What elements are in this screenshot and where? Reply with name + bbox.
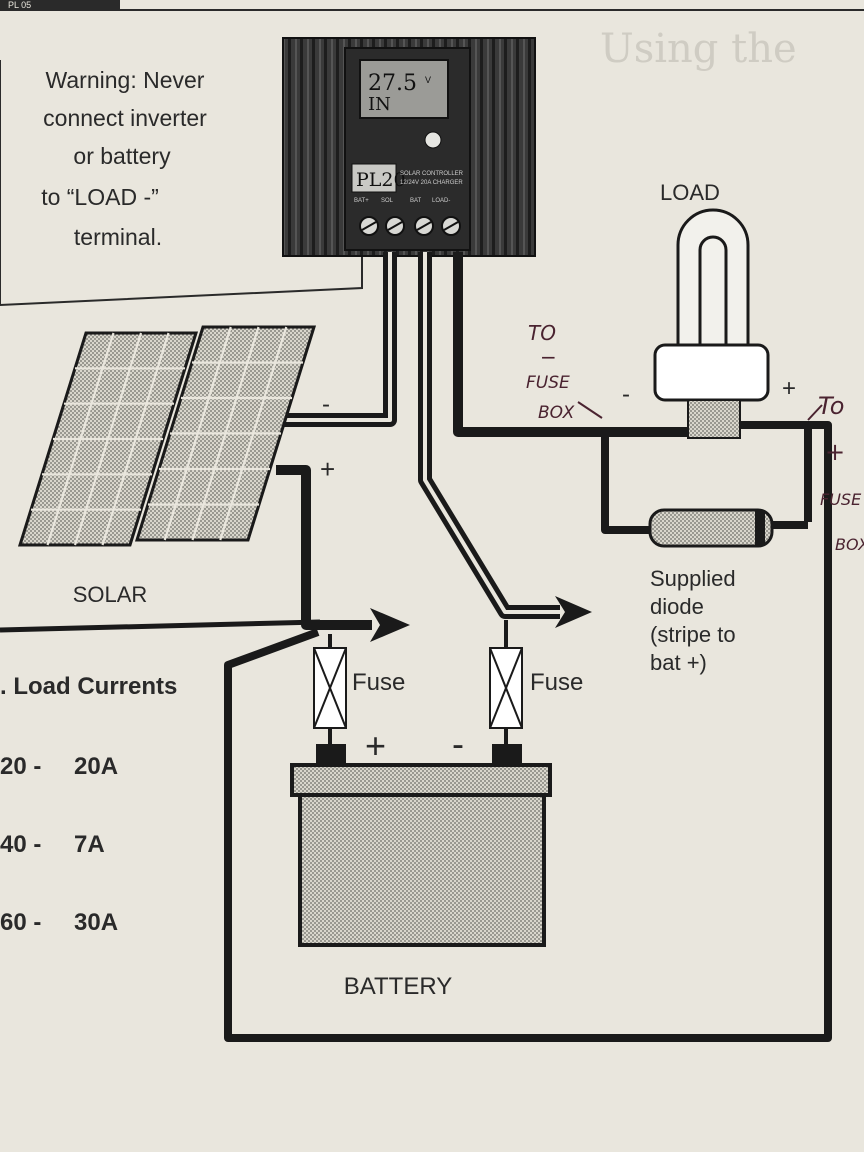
fuse-right-label: Fuse	[530, 669, 583, 696]
terminal-label-3: BAT	[410, 198, 422, 204]
solar-plus: +	[320, 454, 335, 484]
faded-heading: Using the	[600, 26, 797, 72]
lcd-unit: V	[425, 75, 431, 85]
load-plus: +	[782, 375, 796, 402]
fuse-right	[489, 647, 523, 745]
header-strip: PL 05	[0, 0, 120, 10]
load-currents-row-3-value: 30A	[74, 909, 118, 936]
terminal-label-2: SOL	[381, 198, 394, 204]
battery-plus: +	[365, 725, 386, 766]
load-currents-table: . Load Currents 20 - 20A 40 - 7A 60 - 30…	[0, 673, 177, 936]
handwriting-left-4: BOX	[538, 403, 575, 423]
handwritten-note-right: To + FUSE BOX	[807, 392, 864, 554]
diode	[648, 508, 774, 548]
load-currents-row-2-model: 40 -	[0, 831, 41, 858]
handwriting-left-1: TO	[528, 321, 556, 345]
terminal-label-4: LOAD-	[432, 198, 450, 204]
lcd-line-1: 27.5	[368, 71, 417, 96]
model-badge	[351, 163, 397, 193]
fuse-left-label: Fuse	[352, 669, 405, 696]
battery	[290, 744, 552, 947]
wires	[0, 252, 832, 1042]
model-name: PL20	[356, 169, 406, 191]
warning-line-3: or battery	[73, 143, 171, 169]
load-currents-row-2-value: 7A	[74, 831, 105, 858]
battery-label: BATTERY	[344, 973, 452, 1000]
warning-line-2: connect inverter	[43, 105, 207, 131]
load-bulb	[653, 208, 770, 439]
handwriting-right-3: FUSE	[820, 490, 862, 509]
load-currents-row-1-value: 20A	[74, 753, 118, 780]
warning-box: Warning: Never connect inverter or batte…	[0, 60, 363, 307]
load-currents-row-3-model: 60 -	[0, 909, 41, 936]
handwriting-left-2: −	[540, 345, 557, 369]
solar-label: SOLAR	[73, 582, 148, 607]
load-minus: -	[622, 381, 630, 408]
handwriting-right-4: BOX	[835, 535, 864, 554]
warning-line-5: terminal.	[74, 224, 162, 250]
arrow-left	[370, 608, 410, 642]
pl20-controller: 27.5 V IN PL20 SOLAR CONTROLLER 12/24V 2…	[282, 37, 536, 257]
solar-panels	[17, 325, 317, 547]
handwriting-left-3: FUSE	[526, 373, 570, 393]
load-currents-row-1-model: 20 -	[0, 753, 41, 780]
warning-line-4: to “LOAD -”	[41, 184, 159, 210]
controller-subtitle-1: SOLAR CONTROLLER	[400, 171, 464, 177]
controller-button	[424, 131, 442, 149]
terminal-label-1: BAT+	[354, 198, 369, 204]
controller-subtitle-2: 12/24V 20A CHARGER	[400, 180, 463, 186]
lcd-line-2: IN	[368, 94, 391, 115]
header-strip-text: PL 05	[8, 0, 31, 10]
diode-label-4: bat +)	[650, 650, 707, 675]
diode-label-3: (stripe to	[650, 622, 736, 647]
handwritten-note-left: TO − FUSE BOX	[526, 321, 603, 423]
arrow-right	[555, 596, 592, 628]
arrows	[370, 596, 592, 642]
handwriting-right-2: +	[825, 438, 845, 466]
solar-minus: -	[322, 391, 330, 418]
diode-label-1: Supplied	[650, 566, 736, 591]
terminal-screws	[359, 216, 461, 236]
diode-label-2: diode	[650, 594, 704, 619]
load-currents-heading: . Load Currents	[0, 673, 177, 700]
battery-minus: -	[452, 723, 464, 764]
lcd-screen	[359, 59, 449, 119]
warning-line-1: Warning: Never	[46, 67, 205, 93]
load-label: LOAD	[660, 180, 720, 205]
fuse-left	[313, 647, 347, 745]
